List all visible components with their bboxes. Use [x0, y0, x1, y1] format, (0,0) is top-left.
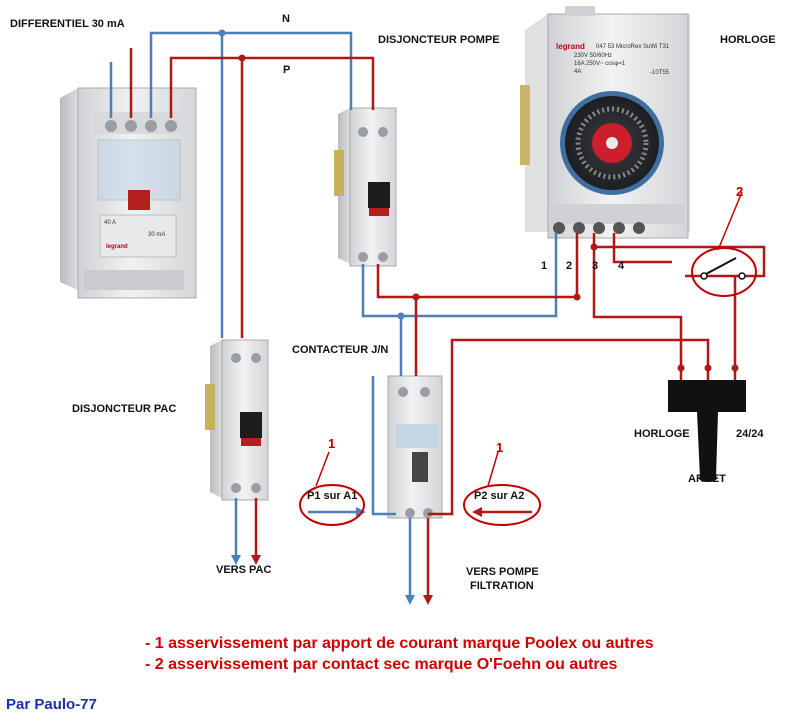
label-to-pump-1: VERS POMPE — [466, 566, 539, 578]
label-to-pump-2: FILTRATION — [470, 580, 534, 592]
clock-brand: legrand — [556, 42, 585, 51]
marker-1-right: 1 — [496, 440, 504, 455]
label-selector-24: 24/24 — [736, 428, 764, 440]
callout-p2 — [463, 451, 541, 526]
callout-p2-text: P2 sur A2 — [474, 490, 525, 502]
label-selector-clock: HORLOGE — [634, 428, 690, 440]
label-pac-breaker: DISJONCTEUR PAC — [72, 403, 177, 415]
clock-spec-3: 4A — [574, 69, 582, 75]
callout-p1-text: P1 sur A1 — [307, 490, 358, 502]
marker-2: 2 — [736, 184, 744, 199]
clock-ref: -10T55 — [650, 70, 670, 76]
callout-p1 — [299, 451, 365, 526]
label-pump-breaker: DISJONCTEUR POMPE — [378, 34, 500, 46]
legend-line-2: - 2 asservissement par contact sec marqu… — [145, 656, 618, 673]
differential-switch — [60, 87, 197, 299]
label-clock: HORLOGE — [720, 34, 776, 46]
phase-wire-arrows — [251, 507, 482, 605]
marker-1-left: 1 — [328, 436, 336, 451]
clock-spec-2: 16A 250V~ cosφ=1 — [574, 61, 626, 67]
terminal-number: 1 — [541, 260, 548, 272]
label-contactor: CONTACTEUR J/N — [292, 344, 389, 356]
diff-sensitivity: 30 mA — [148, 232, 166, 238]
terminal-number: 3 — [592, 260, 599, 272]
neutral-wires — [149, 31, 558, 595]
clock-model: 047 53 MicroRex SuWi T31 — [596, 44, 670, 50]
label-differential: DIFFERENTIEL 30 mA — [10, 18, 125, 30]
label-to-pac: VERS PAC — [216, 564, 272, 576]
terminal-number: 4 — [618, 260, 625, 272]
junction-dots — [218, 29, 739, 372]
dry-contact-switch — [691, 191, 757, 297]
diff-rating: 40 A — [104, 220, 117, 226]
legend-line-1: - 1 asservissement par apport de courant… — [145, 635, 654, 652]
diff-brand: legrand — [106, 244, 128, 250]
selector-switch — [668, 380, 746, 482]
pump-breaker — [334, 107, 397, 267]
terminal-number: 2 — [566, 260, 573, 272]
label-selector-off: ARRET — [688, 473, 726, 485]
clock-spec-1: 230V 50/60Hz — [574, 53, 613, 59]
author-credit: Par Paulo-77 — [6, 696, 97, 713]
pac-breaker — [205, 339, 269, 501]
clock-timer — [520, 6, 690, 239]
label-phase: P — [283, 64, 291, 76]
contactor — [387, 375, 443, 519]
differential-input-wires — [109, 48, 133, 118]
label-neutral: N — [282, 13, 290, 25]
